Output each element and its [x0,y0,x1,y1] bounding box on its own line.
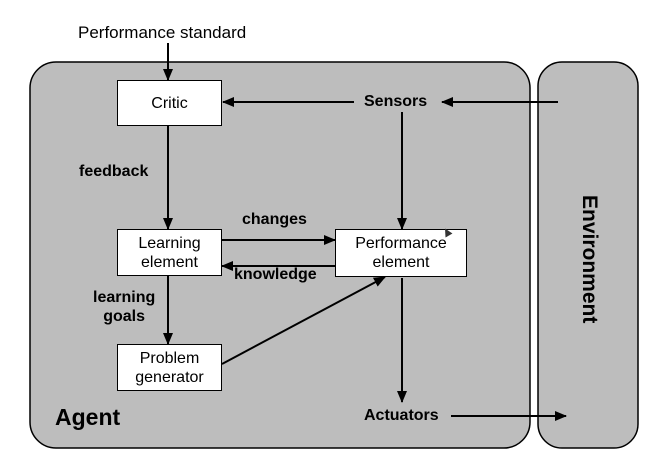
problem-generator-label-line2: generator [135,368,204,386]
arrow-problem-to-performance [221,276,386,365]
learning-element-label-line2: element [141,253,198,271]
environment-panel [537,61,639,449]
learning-goals-line2: goals [103,308,146,325]
environment-label: Environment [578,195,601,324]
performance-standard-label: Performance standard [78,23,247,42]
agent-label: Agent [55,404,121,430]
learning-element-box: Learning element [117,229,222,276]
feedback-label: feedback [79,163,149,180]
learning-goals-label: learning goals [93,288,155,326]
critic-box: Critic [117,80,222,126]
knowledge-label: knowledge [234,266,317,283]
performance-element-label-line2: element [372,254,430,271]
problem-generator-box: Problem generator [117,344,222,391]
learning-goals-line1: learning [93,289,156,306]
critic-label: Critic [151,94,188,112]
sensors-label: Sensors [364,93,428,110]
learning-element-label-line1: Learning [138,234,201,252]
actuators-label: Actuators [364,407,439,424]
performance-element-box: Performance element [335,229,467,277]
performance-element-label-line1: Performance [355,235,447,252]
changes-label: changes [242,211,307,228]
problem-generator-label-line1: Problem [139,349,200,367]
